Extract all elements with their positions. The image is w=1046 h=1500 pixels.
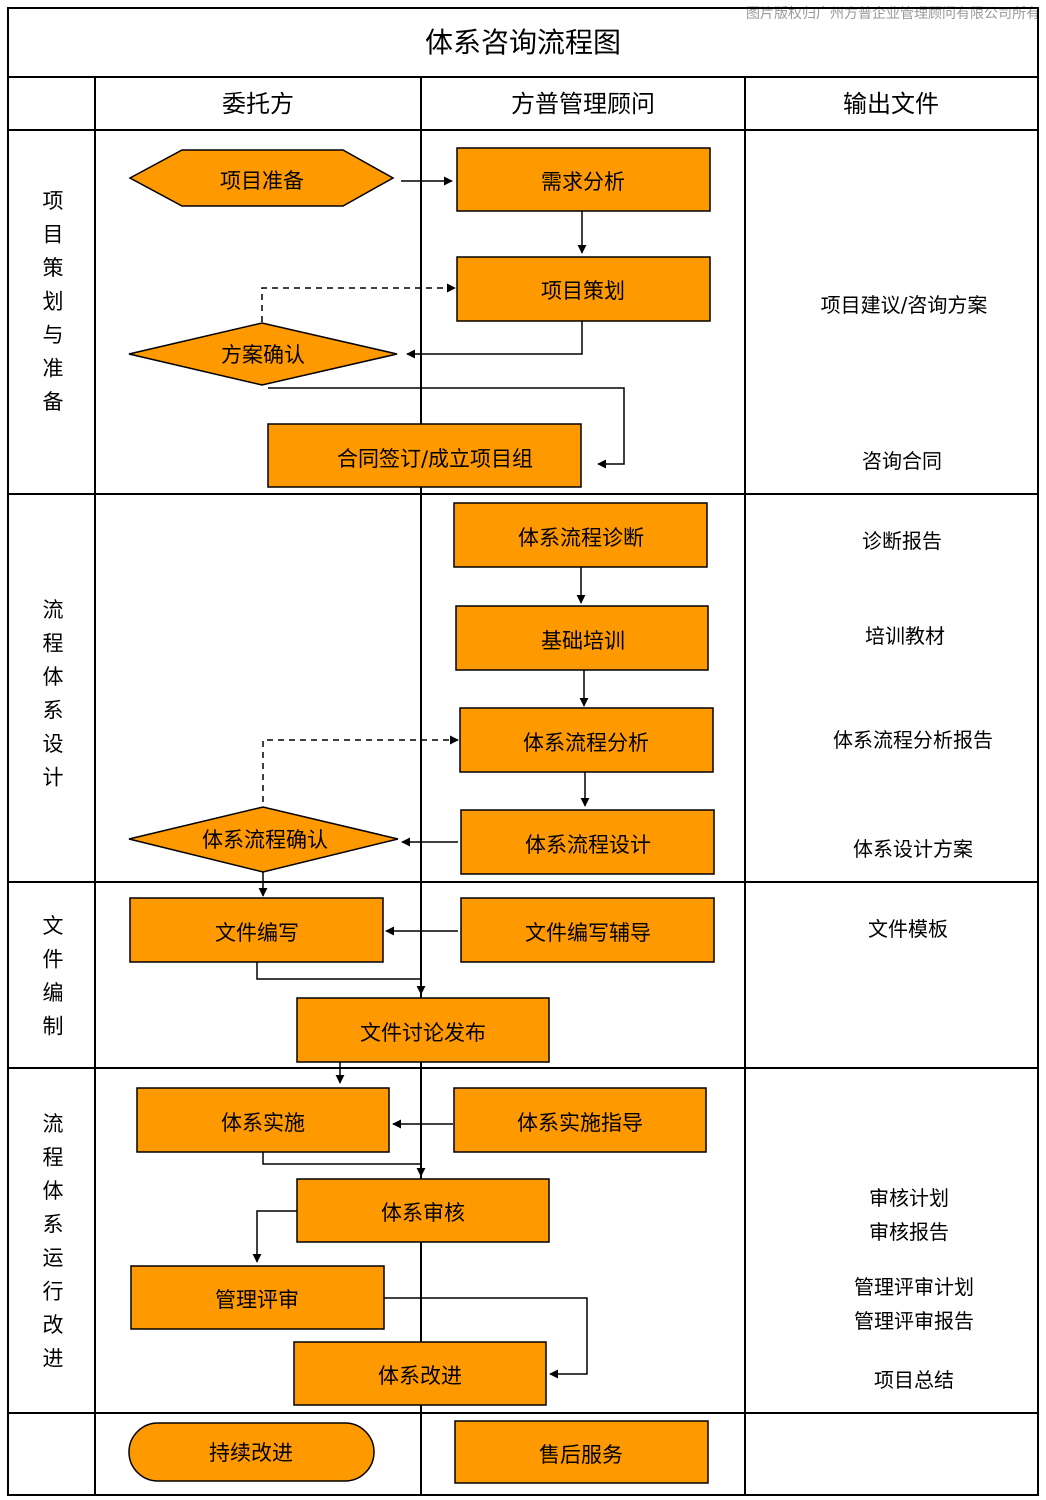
node-doc-writing-guide[interactable]: 文件编写辅导 — [460, 897, 715, 963]
svg-text:体系流程设计: 体系流程设计 — [525, 833, 651, 857]
column-header-consultant: 方普管理顾问 — [511, 90, 655, 118]
svg-text:售后服务: 售后服务 — [539, 1443, 623, 1467]
diagram-title: 体系咨询流程图 — [425, 26, 621, 59]
output-review-report: 管理评审报告 — [854, 1309, 974, 1333]
svg-text:基础培训: 基础培训 — [541, 629, 625, 653]
dashed-arrow-confirm-to-analysis — [262, 735, 459, 802]
node-system-improve[interactable]: 体系改进 — [293, 1341, 547, 1406]
svg-text:体系流程确认: 体系流程确认 — [202, 828, 328, 852]
svg-text:体系改进: 体系改进 — [378, 1364, 462, 1388]
node-requirement-analysis[interactable]: 需求分析 — [456, 147, 711, 212]
svg-text:合同签订/成立项目组: 合同签订/成立项目组 — [337, 447, 533, 471]
svg-text:文件编写: 文件编写 — [215, 921, 299, 945]
line-implementation-to-audit — [262, 1152, 421, 1165]
phase-label-documentation: 文件编制 — [43, 914, 64, 1039]
node-basic-training[interactable]: 基础培训 — [455, 605, 709, 671]
svg-text:体系流程诊断: 体系流程诊断 — [518, 526, 644, 550]
svg-text:管理评审: 管理评审 — [215, 1288, 299, 1312]
output-audit-report: 审核报告 — [869, 1220, 949, 1244]
svg-text:体系实施: 体系实施 — [221, 1111, 305, 1135]
svg-text:体系实施指导: 体系实施指导 — [517, 1111, 643, 1135]
watermark-text: 图片版权归广州方普企业管理顾问有限公司所有 — [746, 5, 1040, 22]
phase-label-design: 流程体系设计 — [43, 598, 64, 790]
output-contract: 咨询合同 — [862, 449, 942, 473]
node-contract-sign[interactable]: 合同签订/成立项目组 — [267, 423, 582, 488]
arrow-review-to-improve — [384, 1297, 588, 1379]
node-plan-confirm[interactable]: 方案确认 — [128, 322, 398, 386]
node-system-design[interactable]: 体系流程设计 — [460, 809, 715, 875]
node-implementation[interactable]: 体系实施 — [136, 1087, 390, 1153]
output-documents: 项目建议/咨询方案 咨询合同 诊断报告 培训教材 体系流程分析报告 体系设计方案… — [821, 293, 993, 1392]
node-doc-writing[interactable]: 文件编写 — [129, 897, 384, 963]
arrow-planning-to-confirm — [406, 321, 583, 359]
column-header-client: 委托方 — [222, 90, 294, 118]
svg-text:持续改进: 持续改进 — [209, 1441, 293, 1465]
output-diagnosis-report: 诊断报告 — [862, 529, 942, 553]
column-header-output: 输出文件 — [843, 90, 939, 118]
output-doc-template: 文件模板 — [868, 917, 948, 941]
svg-text:体系审核: 体系审核 — [381, 1201, 465, 1225]
node-system-diagnosis[interactable]: 体系流程诊断 — [453, 502, 708, 568]
output-design-plan: 体系设计方案 — [853, 837, 973, 861]
outer-border — [7, 7, 1039, 1496]
svg-text:方案确认: 方案确认 — [221, 343, 305, 367]
arrow-audit-to-review — [252, 1210, 297, 1263]
arrow-confirm-to-contract — [268, 387, 625, 469]
node-project-prep[interactable]: 项目准备 — [128, 149, 395, 207]
dashed-arrow-confirm-to-planning — [261, 283, 456, 322]
output-project-summary: 项目总结 — [874, 1368, 954, 1392]
phase-label-operation: 流程体系运行改进 — [43, 1112, 64, 1371]
node-management-review[interactable]: 管理评审 — [130, 1265, 385, 1330]
svg-text:项目准备: 项目准备 — [220, 169, 304, 193]
node-system-analysis[interactable]: 体系流程分析 — [459, 707, 714, 773]
flow-connectors — [252, 130, 625, 1379]
svg-text:文件讨论发布: 文件讨论发布 — [360, 1021, 486, 1045]
phase-label-planning: 项目策划与准备 — [43, 189, 64, 414]
output-audit-plan: 审核计划 — [869, 1186, 949, 1210]
output-training-material: 培训教材 — [865, 624, 945, 648]
node-doc-release[interactable]: 文件讨论发布 — [296, 997, 550, 1063]
svg-text:体系流程分析: 体系流程分析 — [523, 731, 649, 755]
output-proposal: 项目建议/咨询方案 — [821, 293, 988, 317]
flow-nodes: 项目准备 需求分析 项目策划 方案确认 合同签订/成立项目组 体系流程诊断 基础… — [128, 147, 715, 1484]
node-system-confirm[interactable]: 体系流程确认 — [128, 806, 399, 873]
node-project-planning[interactable]: 项目策划 — [456, 256, 711, 322]
node-after-sales[interactable]: 售后服务 — [454, 1420, 709, 1484]
svg-text:项目策划: 项目策划 — [541, 279, 625, 303]
output-analysis-report: 体系流程分析报告 — [833, 728, 993, 752]
svg-text:文件编写辅导: 文件编写辅导 — [525, 921, 651, 945]
output-review-plan: 管理评审计划 — [854, 1275, 974, 1299]
line-writing-to-release — [256, 962, 421, 980]
node-system-audit[interactable]: 体系审核 — [296, 1178, 550, 1243]
svg-text:需求分析: 需求分析 — [541, 170, 625, 194]
node-continuous-improve[interactable]: 持续改进 — [128, 1422, 375, 1482]
node-implementation-guide[interactable]: 体系实施指导 — [453, 1087, 707, 1153]
